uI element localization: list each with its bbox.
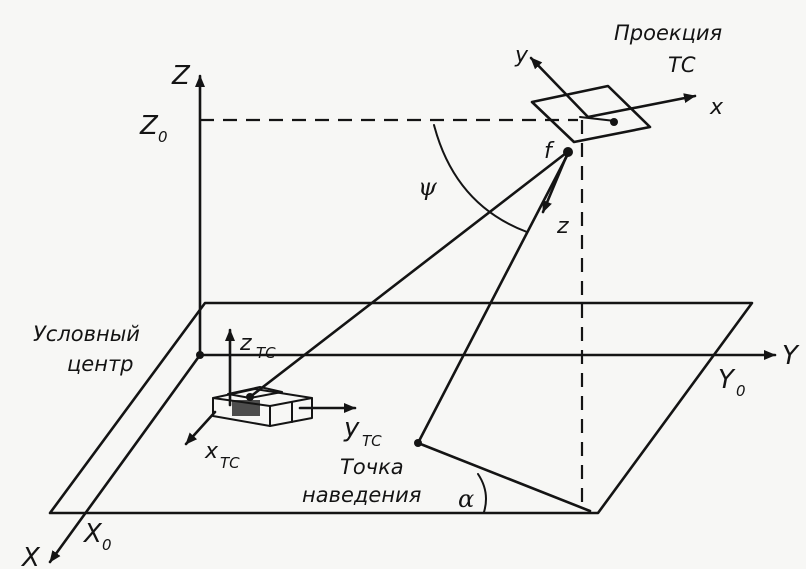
aim-label-line1: Точка bbox=[340, 455, 404, 479]
x-axis-label: X bbox=[20, 543, 41, 569]
psi-angle-arc bbox=[433, 124, 528, 233]
alpha-label: α bbox=[458, 485, 474, 513]
x0-label: X 0 bbox=[82, 519, 112, 554]
camera-z-label: z bbox=[556, 214, 569, 239]
vehicle-z-label: z ТС bbox=[239, 331, 276, 362]
projection-plane bbox=[530, 84, 652, 144]
vehicle-model bbox=[212, 386, 313, 427]
ray-to-aim-point bbox=[416, 148, 572, 445]
aim-to-foot-line bbox=[416, 441, 592, 513]
ray-to-vehicle bbox=[248, 148, 572, 399]
svg-text:z: z bbox=[239, 331, 252, 356]
vehicle-x-label: x ТС bbox=[204, 439, 240, 472]
svg-text:ТС: ТС bbox=[220, 454, 240, 472]
y0-label: Y 0 bbox=[718, 365, 746, 400]
svg-text:Z: Z bbox=[139, 111, 159, 141]
svg-text:X: X bbox=[82, 519, 103, 549]
center-label-line2: центр bbox=[67, 352, 134, 376]
camera-x-label: x bbox=[709, 95, 724, 120]
camera-y-label: y bbox=[514, 43, 529, 68]
psi-label: ψ bbox=[418, 173, 438, 201]
vehicle-point bbox=[246, 393, 254, 401]
z-axis-label: Z bbox=[171, 61, 191, 91]
vehicle-x-axis bbox=[184, 410, 217, 446]
alpha-angle-arc bbox=[477, 473, 487, 513]
camera-z-axis bbox=[541, 148, 571, 214]
aim-point bbox=[414, 439, 422, 447]
focal-label: f bbox=[544, 139, 555, 164]
y-axis-label: Y bbox=[782, 341, 800, 371]
svg-text:0: 0 bbox=[102, 536, 112, 554]
z0-label: Z 0 bbox=[139, 111, 168, 146]
origin-point bbox=[196, 351, 204, 359]
svg-text:y: y bbox=[343, 413, 360, 443]
svg-text:Y: Y bbox=[718, 365, 736, 395]
x-axis-line bbox=[48, 353, 202, 564]
ground-plane bbox=[48, 301, 754, 515]
svg-text:x: x bbox=[204, 439, 219, 464]
svg-text:0: 0 bbox=[736, 382, 746, 400]
aim-label-line2: наведения bbox=[302, 483, 421, 507]
svg-text:ТС: ТС bbox=[362, 432, 382, 450]
projection-label-line1: Проекция bbox=[614, 21, 722, 45]
svg-text:ТС: ТС bbox=[256, 344, 276, 362]
projection-plane-mark bbox=[579, 116, 616, 122]
camera-y-axis bbox=[529, 56, 590, 119]
vehicle-y-label: y ТС bbox=[343, 413, 382, 450]
projection-label-line2: ТС bbox=[668, 53, 696, 77]
camera-x-axis bbox=[586, 93, 697, 119]
center-label-line1: Условный bbox=[33, 322, 140, 346]
projection-point bbox=[610, 118, 618, 126]
svg-text:0: 0 bbox=[158, 128, 168, 146]
